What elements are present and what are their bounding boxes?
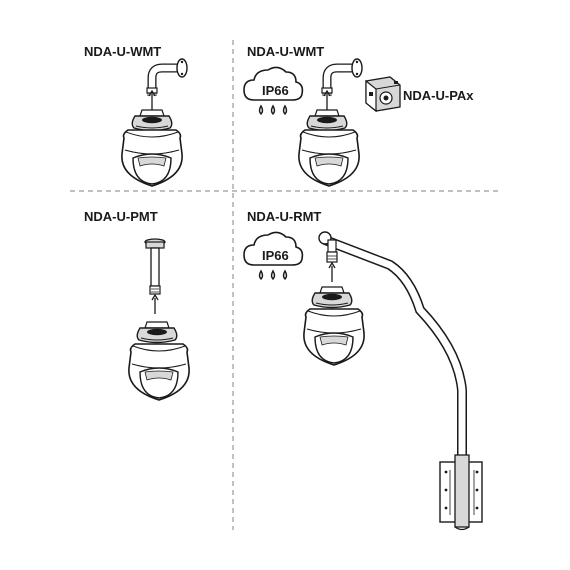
dome-camera bbox=[298, 129, 360, 187]
mount-cap bbox=[306, 109, 348, 132]
power-adapter-box-icon bbox=[365, 76, 401, 113]
pendant-pole bbox=[144, 238, 166, 295]
dome-camera bbox=[121, 129, 183, 187]
label-pendant-mount: NDA-U-PMT bbox=[84, 209, 158, 224]
mount-cap bbox=[131, 109, 173, 132]
ip-rating-badge-roof: IP66 bbox=[262, 248, 289, 263]
label-wall-mount-ip66: NDA-U-WMT bbox=[247, 44, 325, 59]
roof-mount-pole bbox=[318, 231, 483, 531]
label-roof-mount: NDA-U-RMT bbox=[247, 209, 322, 224]
dome-camera bbox=[128, 343, 190, 401]
arrow-up-icon bbox=[328, 262, 336, 283]
label-wall-mount: NDA-U-WMT bbox=[84, 44, 162, 59]
ip-rating-badge: IP66 bbox=[262, 83, 289, 98]
wall-mount-arm bbox=[147, 59, 187, 96]
dome-camera bbox=[303, 308, 365, 366]
wall-mount-arm-ip66 bbox=[322, 59, 362, 96]
threaded-stub bbox=[326, 251, 338, 263]
mount-cap bbox=[311, 286, 353, 309]
mount-cap bbox=[136, 321, 178, 344]
arrow-up-icon bbox=[151, 294, 159, 315]
label-power-adapter-box: NDA-U-PAx bbox=[403, 88, 474, 103]
